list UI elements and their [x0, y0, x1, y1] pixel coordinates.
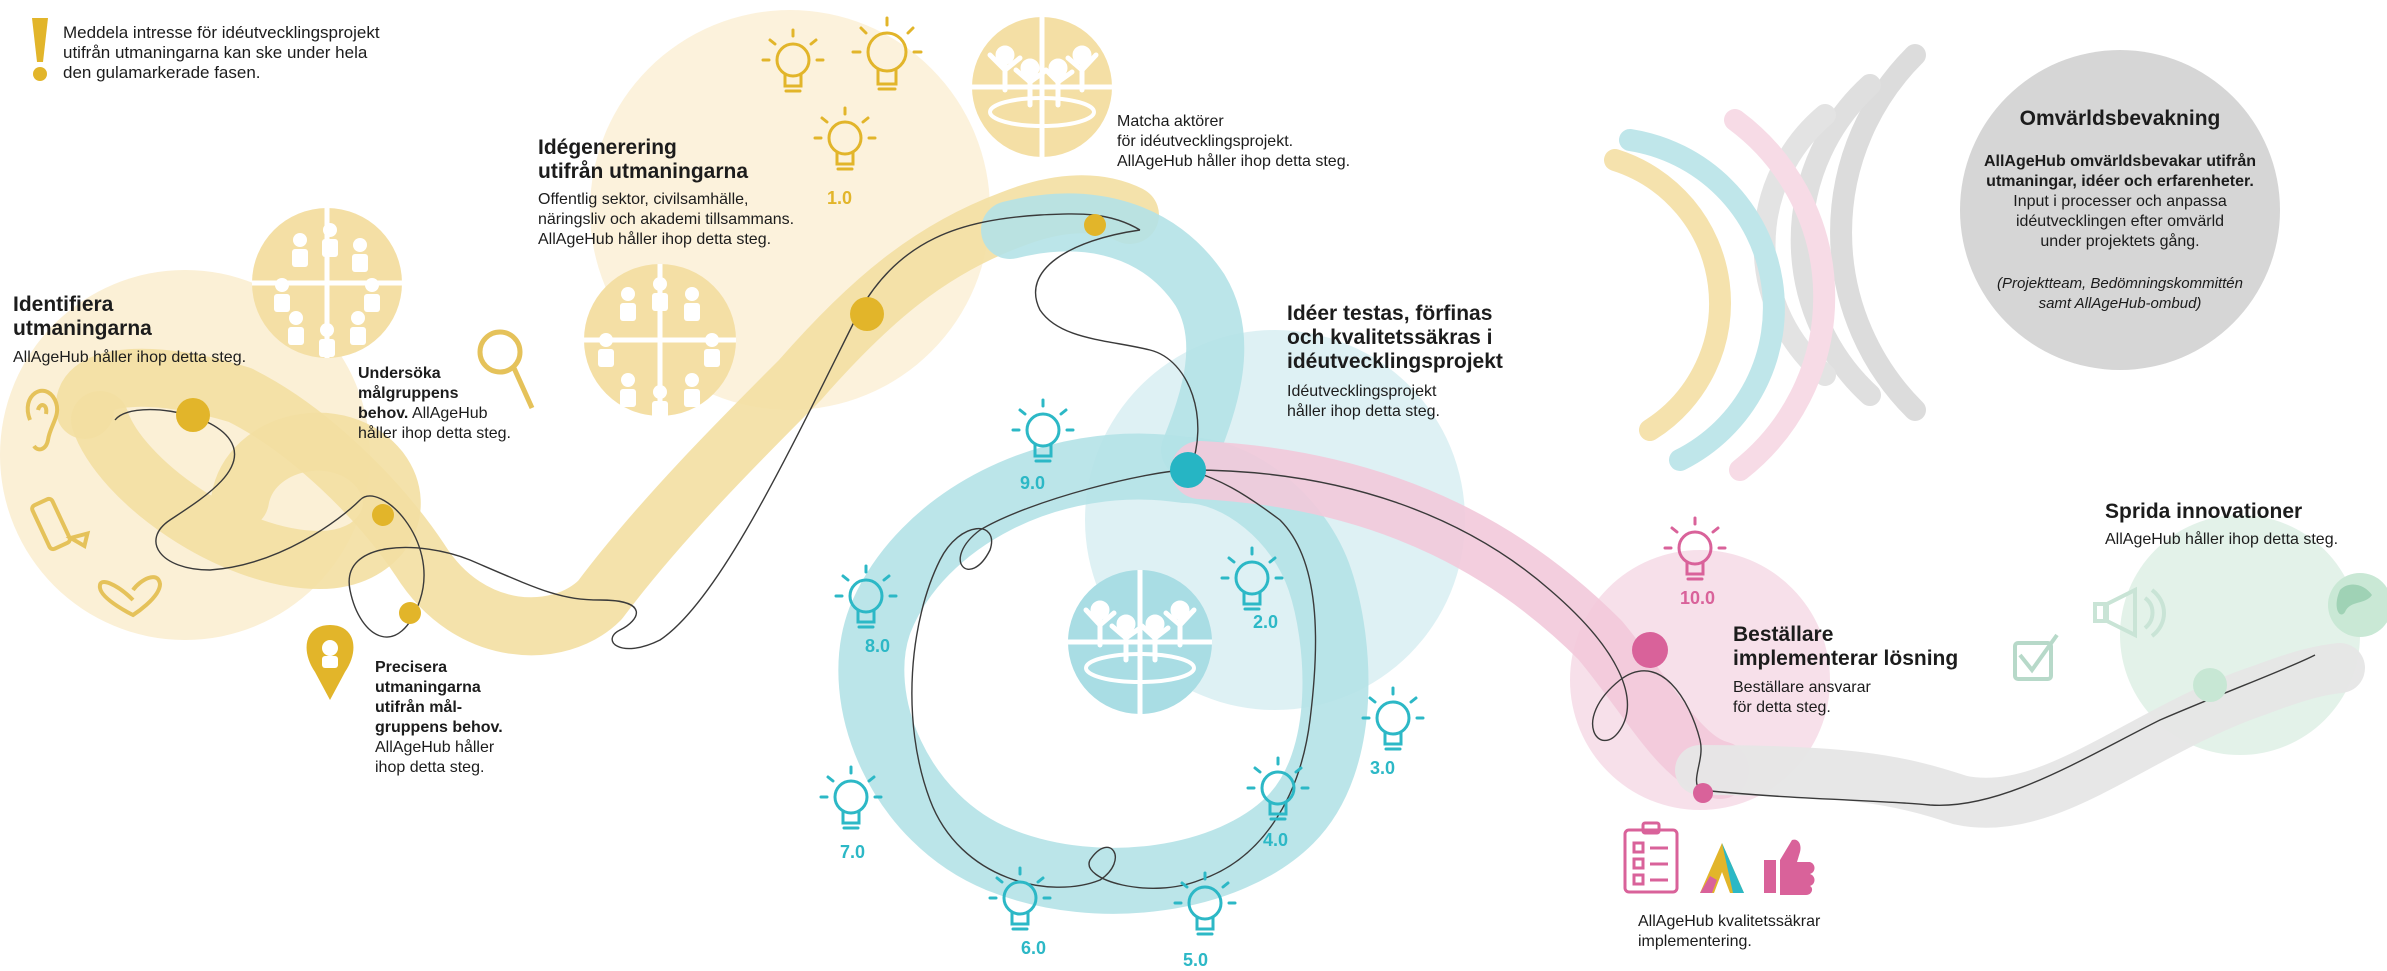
specify-body: AllAgeHub håller ihop detta steg. [375, 739, 495, 776]
version-label-5: 5.0 [1183, 950, 1209, 970]
dot-implementation-end [1693, 783, 1713, 803]
lightbulbs [761, 16, 1727, 936]
people-group-icon-2 [584, 264, 736, 419]
version-label-10: 10.0 [1680, 588, 1716, 608]
location-pin-icon [306, 625, 354, 700]
grey-band [1675, 643, 2365, 828]
version-label-7: 7.0 [840, 842, 866, 862]
team-celebration-icon [972, 17, 1112, 157]
interest-note: Meddela intresse för idéutvecklingsproje… [63, 23, 380, 82]
investigate-body: AllAgeHub håller ihop detta steg. [358, 405, 511, 442]
lightbulb-icon-yellow-3 [813, 106, 877, 171]
environment-circle [1960, 50, 2280, 370]
implementation-title: Beställare implementerar lösning [1733, 623, 1959, 670]
idea-generation-title: Idégenerering utifrån utmaningarna [538, 136, 749, 183]
arc-grey-1 [1830, 44, 1926, 421]
arc-pink [1724, 109, 1836, 481]
arc-yellow-visible [1604, 149, 1732, 441]
teal-band-entry [981, 193, 1245, 479]
spread-body: AllAgeHub håller ihop detta steg. [2105, 531, 2339, 548]
dot-idea-generation [850, 297, 884, 331]
match-title: Matcha aktörer för idéutvecklingsprojekt… [1117, 113, 1294, 150]
spread-title: Sprida innovationer [2105, 500, 2303, 523]
specify-title: Precisera utmaningarna utifrån mål- grup… [375, 659, 503, 736]
version-label-3: 3.0 [1370, 758, 1396, 778]
environment-scanning-graphic [1604, 44, 2280, 481]
journey-line-grey [1699, 654, 2316, 807]
magnifier-icon [477, 329, 535, 410]
version-label-2: 2.0 [1253, 612, 1279, 632]
implementation-body: Beställare ansvarar för detta steg. [1733, 679, 1871, 716]
arc-grey-2 [1790, 74, 1881, 406]
environment-body: Input i processer och anpassa idéutveckl… [2013, 193, 2227, 250]
dot-spread [2193, 668, 2227, 702]
journey-line-yellow [114, 213, 1141, 650]
testing-title: Idéer testas, förfinas och kvalitetssäkr… [1287, 302, 1503, 373]
investigate-title: Undersöka målgruppens behov. [358, 365, 459, 422]
lightbulb-icon-teal-6 [988, 866, 1052, 931]
checklist-icon [1623, 821, 1679, 894]
specify-text: Precisera utmaningarna utifrån mål- grup… [375, 658, 503, 778]
version-label-9: 9.0 [1020, 473, 1046, 493]
environment-title: Omvärldsbevakning [2019, 107, 2221, 130]
idea-generation-body: Offentlig sektor, civilsamhälle, närings… [538, 191, 795, 248]
lightbulb-icon-yellow-2 [851, 16, 923, 91]
team-celebration-icon-teal [1068, 570, 1212, 714]
journey-dots [176, 214, 2227, 803]
exclamation-icon [32, 18, 48, 81]
lightbulb-icon-teal-5 [1173, 871, 1237, 936]
heart-icon [97, 575, 163, 618]
testing-body: Idéutvecklingsprojekt håller ihop detta … [1287, 383, 1440, 420]
identify-body: AllAgeHub håller ihop detta steg. [13, 349, 247, 366]
yellow-band-loop [71, 391, 421, 589]
journey-line-teal [911, 229, 1317, 889]
people-group-icon [252, 208, 402, 358]
pink-band [1171, 441, 1749, 799]
globe-icon [2328, 573, 2387, 637]
lightbulb-icon-pink-10 [1663, 516, 1727, 581]
investigate-text: Undersöka målgruppens behov. AllAgeHub h… [358, 364, 511, 444]
implementation-blob [1570, 550, 1830, 810]
dot-identify [176, 398, 210, 432]
megaphone-icon [2093, 586, 2166, 639]
dot-testing [1170, 452, 1206, 488]
dot-specify [399, 602, 421, 624]
quality-body: AllAgeHub kvalitetssäkrar implementering… [1638, 913, 1821, 950]
version-label-4: 4.0 [1263, 830, 1289, 850]
lightbulb-icon-teal-2 [1220, 546, 1284, 611]
highlighter-icon [30, 496, 91, 552]
identify-title: Identifiera utmaningarna [13, 293, 152, 340]
lightbulb-icon-teal-3 [1361, 686, 1425, 751]
dot-investigate [372, 504, 394, 526]
checkbox-icon [2013, 633, 2059, 681]
lightbulb-icon-teal-7 [819, 765, 883, 830]
match-body: AllAgeHub håller ihop detta steg. [1117, 153, 1351, 170]
allagehub-logo-icon [1700, 843, 1744, 893]
lightbulb-icon-teal-8 [834, 564, 898, 629]
ear-icon [25, 388, 60, 452]
journey-line-pink [1189, 469, 1702, 791]
dot-match [1084, 214, 1106, 236]
dot-implementation [1632, 632, 1668, 668]
match-text: Matcha aktörer för idéutvecklingsprojekt… [1117, 112, 1350, 172]
version-label-8: 8.0 [865, 636, 891, 656]
lightbulb-icon-yellow-1 [761, 28, 825, 93]
environment-note: (Projektteam, Bedömningskommittén samt A… [1997, 275, 2243, 312]
environment-lead: AllAgeHub omvärldsbevakar utifrån utmani… [1983, 153, 2257, 190]
journey-line [114, 213, 2316, 889]
thumbs-up-icon [1764, 839, 1815, 895]
version-label-1: 1.0 [827, 188, 853, 208]
lightbulb-icon-teal-9 [1011, 398, 1075, 463]
arc-teal [1619, 129, 1785, 471]
version-label-6: 6.0 [1021, 938, 1047, 958]
lightbulb-icon-teal-4 [1246, 756, 1310, 821]
